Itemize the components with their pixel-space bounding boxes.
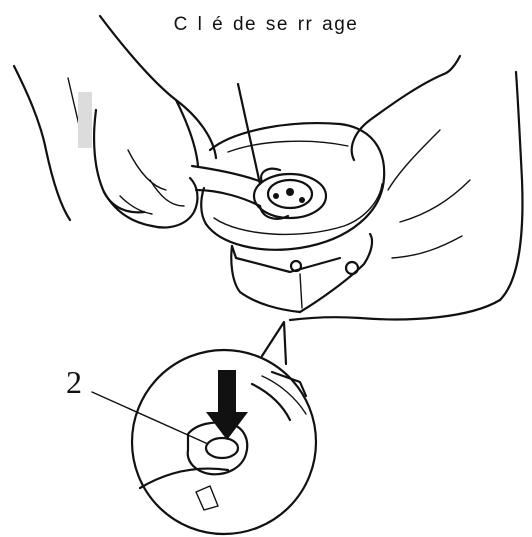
grinding-disc [201, 123, 384, 250]
callout-leader-line [92, 392, 208, 444]
callout-number: 2 [66, 364, 82, 401]
grinder-body [231, 234, 372, 312]
left-hand [14, 16, 216, 227]
shade-mark [78, 92, 92, 148]
flange-nut [254, 174, 326, 218]
wrench-label: C l é de se rr age [0, 14, 532, 36]
spanner-wrench [192, 166, 288, 219]
callout-connector [262, 322, 286, 364]
